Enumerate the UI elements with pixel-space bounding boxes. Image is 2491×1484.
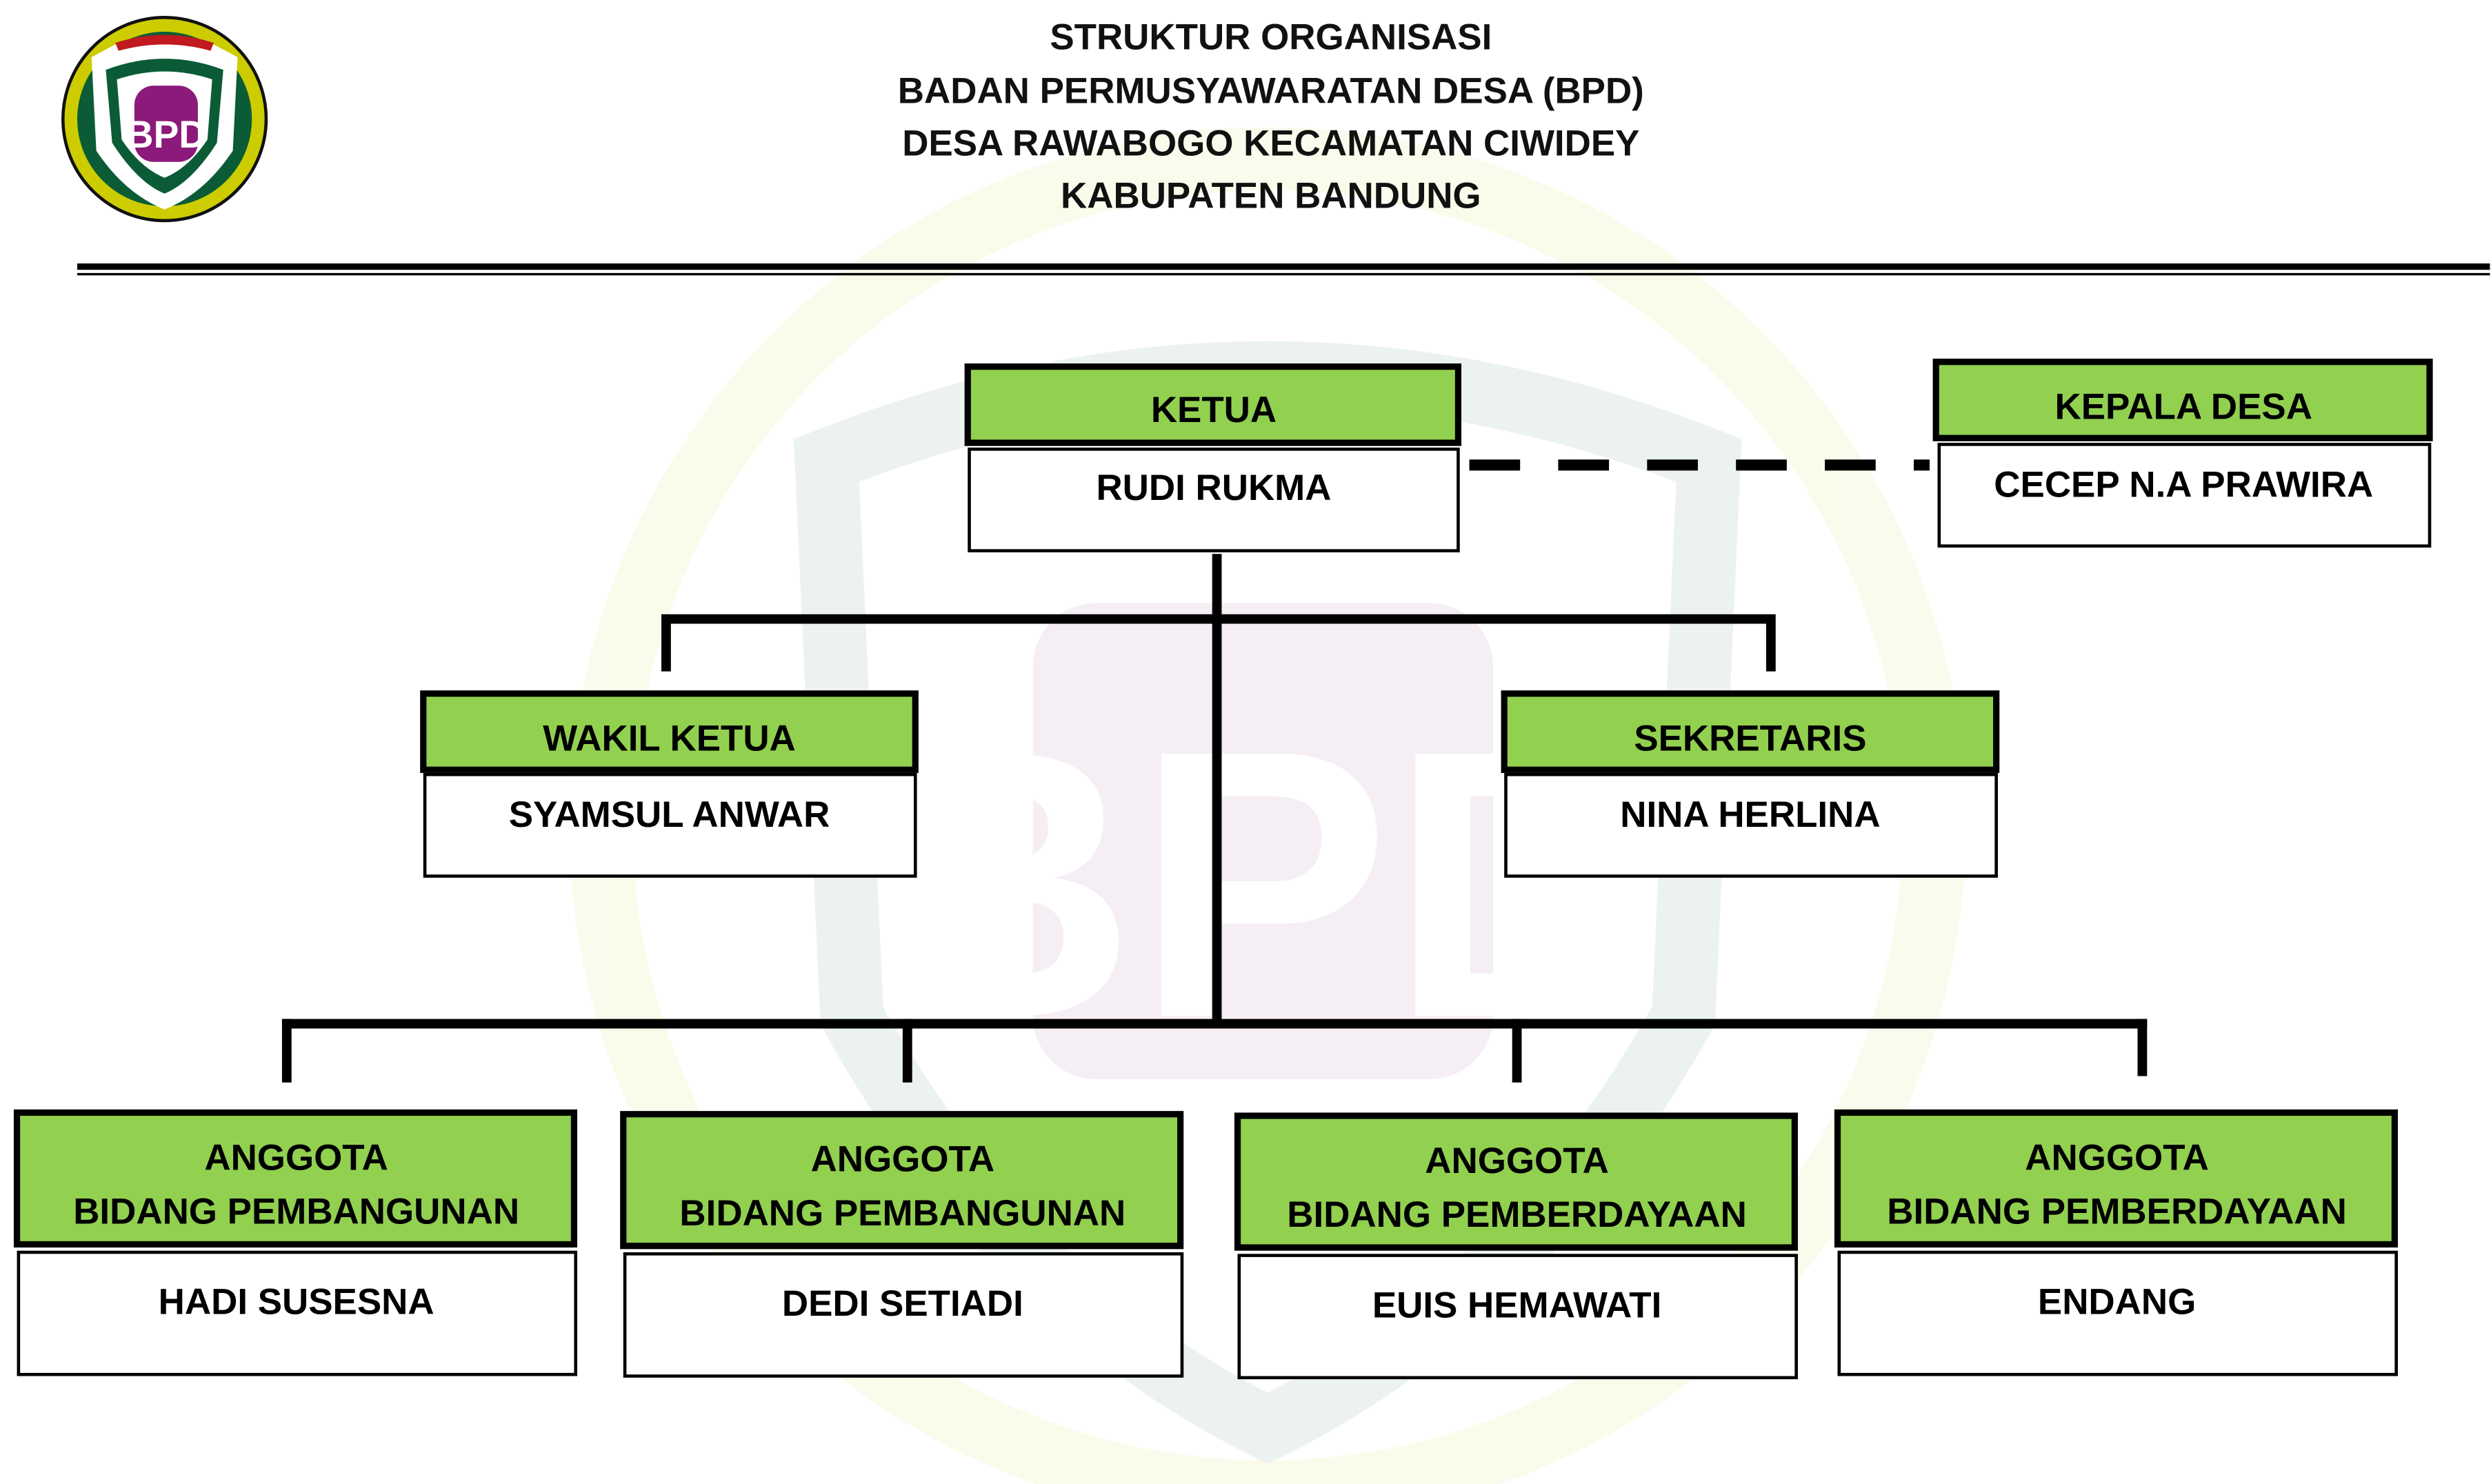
role-anggota-2-line2: BIDANG PEMBANGUNAN — [679, 1193, 1126, 1234]
box-anggota-4: ANGGOTA BIDANG PEMBERDAYAAN ENDANG — [1834, 1109, 2398, 1376]
role-wakil-ketua: WAKIL KETUA — [543, 719, 796, 759]
box-anggota-1: ANGGOTA BIDANG PEMBANGUNAN HADI SUSESNA — [13, 1109, 578, 1376]
box-sekretaris: SEKRETARIS NINA HERLINA — [1501, 690, 2000, 878]
name-anggota-1: HADI SUSESNA — [159, 1282, 434, 1323]
name-wakil-ketua: SYAMSUL ANWAR — [509, 794, 830, 835]
role-anggota-4-line2: BIDANG PEMBERDAYAAN — [1887, 1192, 2347, 1232]
role-kepala-desa: KEPALA DESA — [2055, 387, 2312, 428]
box-ketua: KETUA RUDI RUKMA — [964, 363, 1462, 552]
name-anggota-3: EUIS HEMAWATI — [1372, 1285, 1661, 1325]
name-kepala-desa: CECEP N.A PRAWIRA — [1994, 464, 2373, 505]
title-line-4: KABUPATEN BANDUNG — [1061, 176, 1481, 217]
connector-lines — [281, 459, 2148, 1083]
role-ketua: KETUA — [1151, 390, 1277, 430]
box-kepala-desa: KEPALA DESA CECEP N.A PRAWIRA — [1932, 359, 2433, 548]
name-anggota-2: DEDI SETIADI — [782, 1283, 1023, 1324]
role-anggota-3-line1: ANGGOTA — [1425, 1141, 1609, 1181]
role-anggota-1-line1: ANGGOTA — [204, 1137, 388, 1178]
box-anggota-3: ANGGOTA BIDANG PEMBERDAYAAN EUIS HEMAWAT… — [1234, 1112, 1798, 1380]
bpd-logo: BPD — [61, 16, 268, 223]
header-divider-thin — [77, 272, 2490, 276]
title-line-3: DESA RAWABOGO KECAMATAN CIWIDEY — [902, 123, 1639, 164]
logo-text: BPD — [126, 113, 207, 156]
box-anggota-2: ANGGOTA BIDANG PEMBANGUNAN DEDI SETIADI — [620, 1111, 1184, 1378]
role-anggota-1-line2: BIDANG PEMBANGUNAN — [73, 1192, 519, 1232]
role-sekretaris: SEKRETARIS — [1634, 719, 1866, 759]
role-anggota-2-line1: ANGGOTA — [811, 1139, 995, 1180]
box-wakil-ketua: WAKIL KETUA SYAMSUL ANWAR — [420, 690, 919, 878]
header-divider-thick — [77, 263, 2490, 270]
title-line-1: STRUKTUR ORGANISASI — [1050, 17, 1492, 57]
name-anggota-4: ENDANG — [2038, 1282, 2196, 1323]
role-anggota-4-line1: ANGGOTA — [2025, 1137, 2209, 1178]
name-ketua: RUDI RUKMA — [1096, 468, 1331, 508]
role-anggota-3-line2: BIDANG PEMBERDAYAAN — [1287, 1194, 1747, 1235]
title-line-2: BADAN PERMUSYAWARATAN DESA (BPD) — [898, 71, 1644, 112]
name-sekretaris: NINA HERLINA — [1620, 794, 1880, 835]
